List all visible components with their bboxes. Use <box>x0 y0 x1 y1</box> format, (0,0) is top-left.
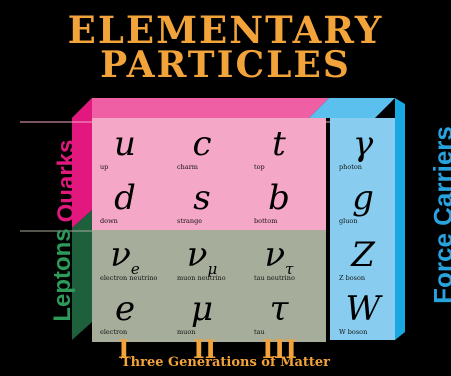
generation-1-label: I <box>118 335 130 364</box>
particle-tau: τ tau <box>249 287 309 339</box>
particle-gluon: g gluon <box>334 176 392 228</box>
particle-name: top <box>254 163 265 171</box>
particle-name: muon neutrino <box>177 274 226 282</box>
particle-symbol: μ <box>190 289 214 329</box>
particle-symbol: b <box>268 178 290 218</box>
particle-symbol: g <box>352 178 374 218</box>
particle-electron-neutrino: νe electron neutrino <box>95 233 158 285</box>
title-line-2: PARTICLES <box>100 44 351 86</box>
particle-muon-neutrino: νμ muon neutrino <box>172 233 232 285</box>
particle-name: Z boson <box>339 274 366 282</box>
particle-name: tau neutrino <box>254 274 295 282</box>
particle-name: gluon <box>339 217 358 225</box>
particle-name: electron <box>100 328 128 336</box>
particle-bottom: b bottom <box>249 176 309 228</box>
boson-block-top <box>309 98 395 118</box>
particle-name: muon <box>177 328 196 336</box>
particle-name: W boson <box>339 328 368 336</box>
particle-name: tau <box>254 328 265 336</box>
particle-symbol: s <box>193 178 211 218</box>
particle-name: electron neutrino <box>100 274 158 282</box>
particle-muon: μ muon <box>172 287 232 339</box>
quark-block-side <box>72 98 92 228</box>
particle-symbol: ντ <box>264 235 294 278</box>
particle-symbol: γ <box>352 124 374 164</box>
leptons-label: Leptons <box>49 228 76 322</box>
lepton-block-side <box>72 210 92 340</box>
particle-name: up <box>100 163 109 171</box>
particle-down: d down <box>95 176 155 228</box>
generation-3-label: III <box>262 335 298 364</box>
particle-tau-neutrino: ντ tau neutrino <box>249 233 309 285</box>
particle-symbol: e <box>114 289 136 329</box>
particle-symbol: u <box>114 124 136 164</box>
quarks-label: Quarks <box>53 139 80 223</box>
particle-z-boson: Z Z boson <box>334 233 392 285</box>
particle-name: photon <box>339 163 362 171</box>
particle-top: t top <box>249 122 309 174</box>
particle-photon: γ photon <box>334 122 392 174</box>
particle-symbol: c <box>192 124 212 164</box>
particle-symbol: W <box>345 289 381 329</box>
particle-charm: c charm <box>172 122 232 174</box>
three-generations-caption: Three Generations of Matter <box>120 355 331 370</box>
force-carriers-label: Force Carriers <box>428 126 451 304</box>
quark-block-top <box>72 98 329 118</box>
particle-strange: s strange <box>172 176 232 228</box>
particle-symbol: τ <box>269 289 289 329</box>
generation-2-label: II <box>193 335 217 364</box>
particle-name: bottom <box>254 217 278 225</box>
title-line-1: ELEMENTARY <box>67 8 384 52</box>
particle-symbol: t <box>272 124 286 164</box>
particle-up: u up <box>95 122 155 174</box>
particle-symbol: d <box>114 178 136 218</box>
particle-electron: e electron <box>95 287 155 339</box>
particle-w-boson: W W boson <box>334 287 392 339</box>
particle-name: strange <box>177 217 203 225</box>
particle-symbol: Z <box>351 235 375 275</box>
particle-symbol: νμ <box>186 235 218 278</box>
particle-name: charm <box>177 163 198 171</box>
particle-symbol: νe <box>110 235 140 278</box>
boson-block-side <box>395 98 405 340</box>
particle-name: down <box>100 217 118 225</box>
